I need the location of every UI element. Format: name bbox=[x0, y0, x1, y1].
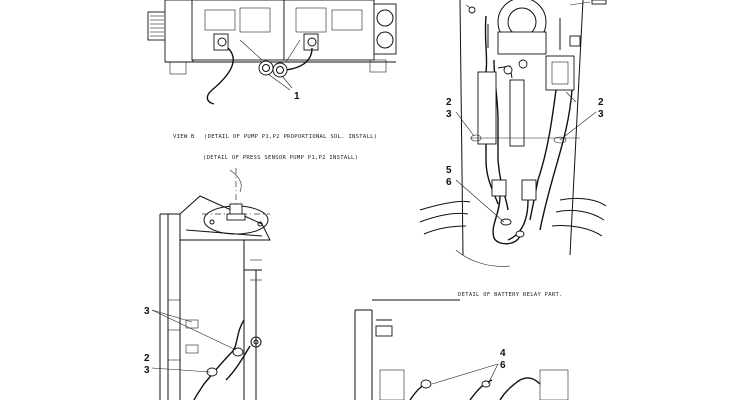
callout-label: 2 bbox=[144, 353, 150, 364]
callout-label: 4 bbox=[500, 348, 506, 359]
callout-label: 3 bbox=[446, 109, 452, 120]
press-sensor-drawing bbox=[159, 168, 271, 400]
callout-label: 3 bbox=[144, 365, 150, 376]
callout-label: 2 bbox=[598, 97, 604, 108]
pump-detail-caption: (DETAIL OF PUMP P1,P2 PROPORTIONAL SOL. … bbox=[204, 134, 377, 140]
callout-pump-1: 1 bbox=[267, 73, 300, 102]
callout-label: 1 bbox=[294, 91, 300, 102]
callout-label: 6 bbox=[500, 360, 506, 371]
callout-label: 3 bbox=[144, 306, 150, 317]
pump-assembly-drawing bbox=[147, 0, 397, 105]
battery-relay-caption: DETAIL OF BATTERY RELAY PART. bbox=[458, 292, 563, 298]
callout-label: 2 bbox=[446, 97, 452, 108]
callouts-battery-relay: 2 3 2 3 5 6 bbox=[446, 0, 607, 223]
callout-label: 5 bbox=[446, 165, 452, 176]
press-sensor-caption: (DETAIL OF PRESS SENSOR PUMP P1,P2 INSTA… bbox=[203, 155, 358, 161]
battery-relay-drawing bbox=[419, 0, 607, 267]
callout-label: 3 bbox=[598, 109, 604, 120]
callouts-bottom-detail: 4 6 bbox=[431, 348, 506, 385]
callout-label: 6 bbox=[446, 177, 452, 188]
view-label: VIEW B bbox=[173, 134, 195, 140]
callouts-press-sensor: 3 2 3 bbox=[144, 306, 237, 376]
bottom-detail-drawing bbox=[354, 299, 569, 400]
